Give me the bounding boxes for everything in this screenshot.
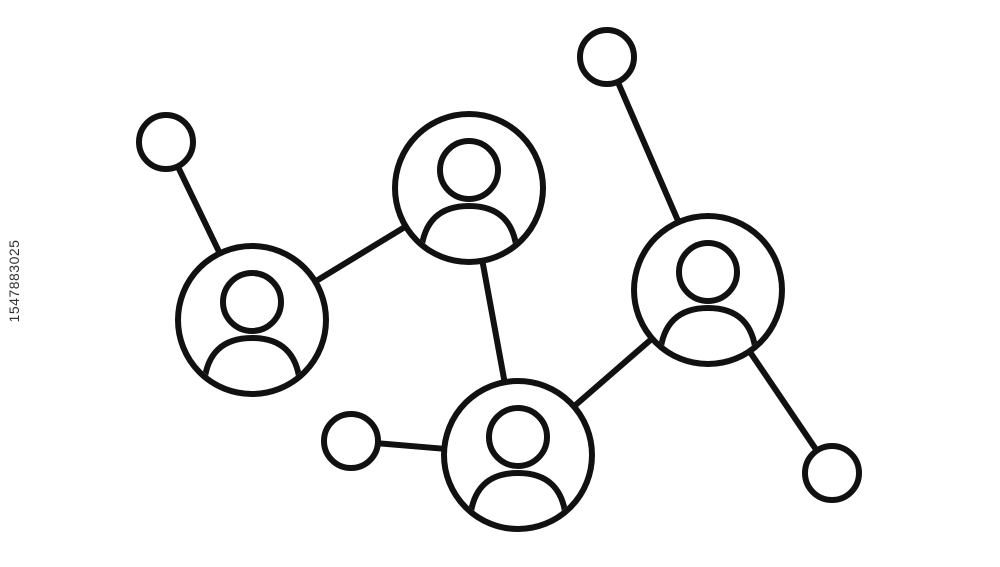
stock-id-watermark: 1547883025 — [6, 239, 22, 323]
edge-l1-p1 — [174, 163, 223, 257]
person-node-ring — [175, 243, 329, 397]
person-node-ring — [392, 111, 546, 265]
person-node-p2 — [392, 111, 546, 265]
leaf-node-l1 — [136, 112, 196, 172]
person-node-p3 — [441, 378, 595, 532]
edge-l3-p4 — [614, 78, 682, 226]
user-icon — [201, 270, 303, 385]
user-body — [467, 469, 569, 520]
user-icon — [657, 240, 759, 355]
person-node-p1 — [175, 243, 329, 397]
user-icon — [467, 405, 569, 520]
edge-l2-p3 — [374, 440, 448, 452]
leaf-node-l3 — [577, 27, 637, 87]
edges-layer — [174, 78, 820, 454]
edge-p1-p2 — [312, 223, 409, 285]
edge-p2-p3 — [479, 257, 508, 386]
leaf-node-l2 — [321, 411, 381, 471]
user-body — [418, 202, 520, 253]
edge-p3-p4 — [570, 335, 656, 410]
user-body — [201, 334, 303, 385]
user-head — [437, 138, 501, 202]
user-head — [486, 405, 550, 469]
user-head — [220, 270, 284, 334]
user-head — [676, 240, 740, 304]
user-body — [657, 304, 759, 355]
user-icon — [418, 138, 520, 253]
person-node-ring — [631, 213, 785, 367]
leaf-node-l4 — [802, 443, 862, 503]
nodes-layer — [136, 27, 862, 532]
edge-p4-l4 — [746, 348, 820, 454]
person-node-p4 — [631, 213, 785, 367]
person-node-ring — [441, 378, 595, 532]
